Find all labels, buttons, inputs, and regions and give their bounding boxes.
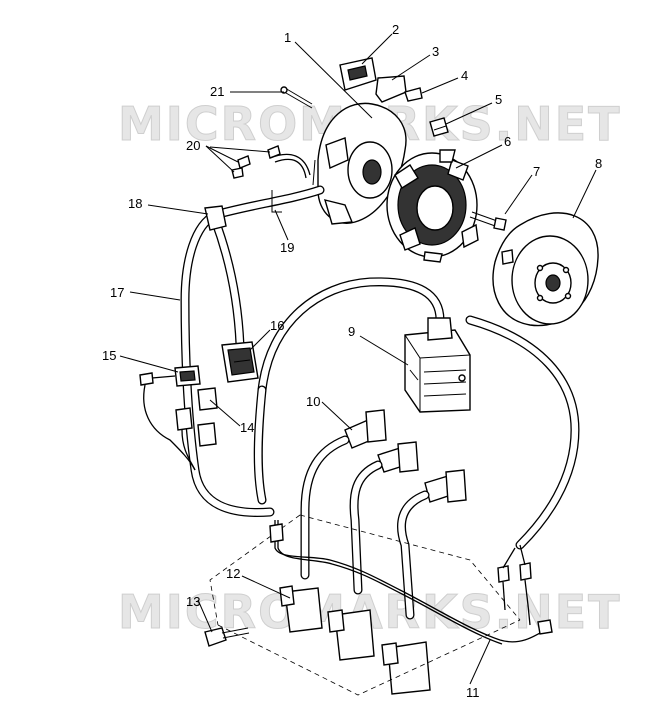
- callout-18: 18: [128, 196, 142, 211]
- callout-7: 7: [533, 164, 540, 179]
- wiring-harness: [180, 153, 580, 550]
- coil-wiring: [269, 520, 553, 645]
- screw-5: [429, 117, 449, 137]
- stator-plate: [312, 102, 407, 225]
- callout-3: 3: [432, 44, 439, 59]
- callout-20: 20: [186, 138, 200, 153]
- callout-17: 17: [110, 285, 124, 300]
- bolt-21: [280, 86, 313, 109]
- callout-labels: 1 2 3 4 5 6 7 8 9 10 11 12 13 14 15 16 1…: [102, 22, 602, 700]
- voltage-regulator: [221, 341, 259, 383]
- connector-15: [139, 365, 201, 471]
- spark-plug-caps: [300, 409, 467, 620]
- flywheel: [492, 212, 599, 327]
- screw-4: [404, 87, 423, 102]
- callout-15: 15: [102, 348, 116, 363]
- callout-1: 1: [284, 30, 291, 45]
- callout-6: 6: [504, 134, 511, 149]
- connector-14: [175, 387, 218, 471]
- cdi-box: [404, 317, 471, 413]
- callout-21: 21: [210, 84, 224, 99]
- pulser-coil: [339, 57, 407, 103]
- watermark-bottom: MICROMARKS.NET: [118, 585, 622, 639]
- callout-4: 4: [461, 68, 468, 83]
- bolt-7: [469, 211, 507, 231]
- callout-13: 13: [186, 594, 200, 609]
- leader-lines: [119, 33, 597, 685]
- callout-19: 19: [280, 240, 294, 255]
- stator-coil: [386, 149, 479, 263]
- bolt-13: [204, 627, 250, 647]
- callout-16: 16: [270, 318, 284, 333]
- callout-12: 12: [226, 566, 240, 581]
- callout-9: 9: [348, 324, 355, 339]
- callout-8: 8: [595, 156, 602, 171]
- callout-2: 2: [392, 22, 399, 37]
- callout-10: 10: [306, 394, 320, 409]
- callout-14: 14: [240, 420, 254, 435]
- ignition-coils: [209, 514, 521, 696]
- callout-5: 5: [495, 92, 502, 107]
- callout-11: 11: [466, 685, 480, 700]
